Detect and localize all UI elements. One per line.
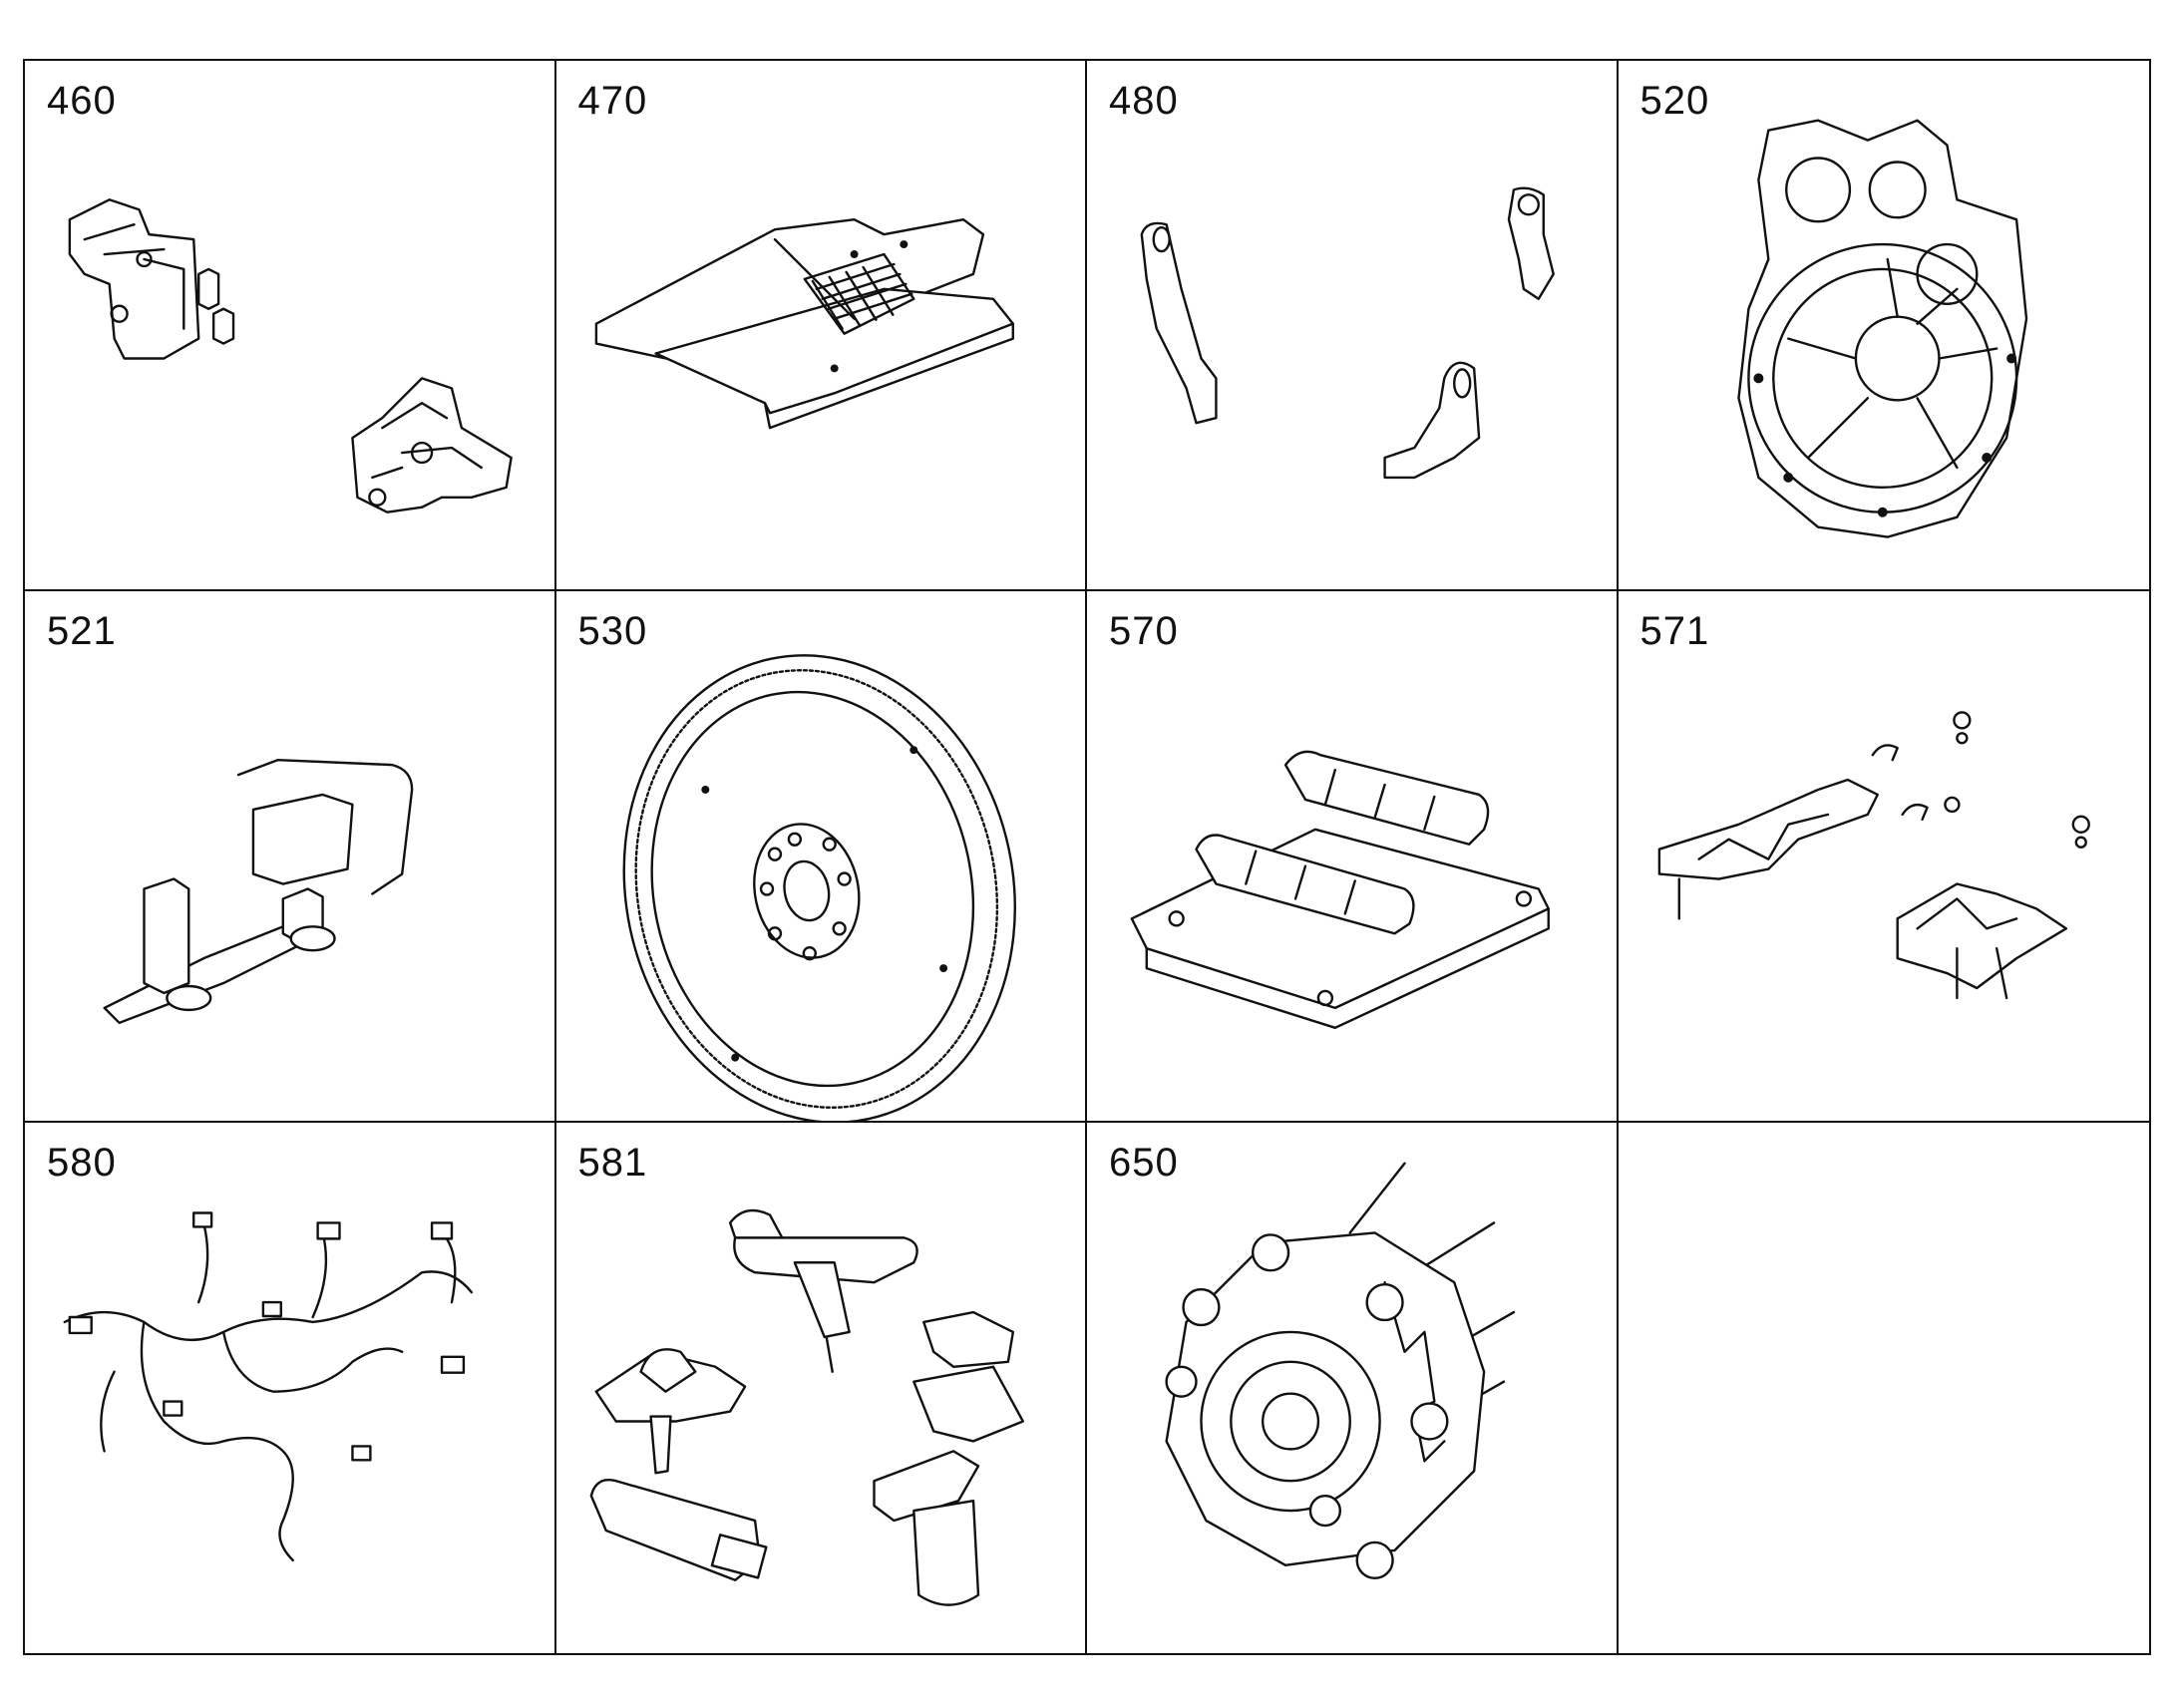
part-number: 570: [1109, 609, 1179, 654]
air-compressor-icon: [1087, 1123, 1617, 1653]
flywheel-housing-icon: [1619, 61, 2150, 589]
part-cell-521[interactable]: 521: [25, 591, 556, 1123]
part-cell-460[interactable]: 460: [25, 61, 556, 592]
sensors-icon: [556, 1123, 1086, 1653]
part-cell-530[interactable]: 530: [555, 591, 1087, 1123]
part-number: 460: [47, 79, 117, 123]
wiring-harness-icon: [25, 1123, 554, 1653]
part-number: 520: [1639, 79, 1710, 123]
parts-grid: 460 470 480: [23, 59, 2151, 1655]
lifting-eyes-icon: [1087, 61, 1617, 589]
part-cell-581[interactable]: 581: [556, 1122, 1087, 1653]
part-cell-580[interactable]: 580: [25, 1122, 556, 1653]
part-number: 571: [1639, 609, 1710, 654]
part-number: 480: [1109, 79, 1179, 123]
part-cell-480[interactable]: 480: [1087, 61, 1619, 592]
part-number: 581: [577, 1140, 648, 1185]
part-cell-570[interactable]: 570: [1087, 591, 1619, 1123]
part-number: 470: [577, 79, 648, 123]
engine-mount-brackets-icon: [25, 61, 554, 589]
part-cell-571[interactable]: 571: [1618, 591, 2150, 1123]
part-number: 530: [577, 609, 648, 654]
flywheel-icon: [556, 591, 1086, 1120]
part-cell-520[interactable]: 520: [1618, 61, 2150, 592]
part-cell-470[interactable]: 470: [555, 61, 1087, 592]
part-cell-650[interactable]: 650: [1087, 1122, 1619, 1653]
part-number: 650: [1109, 1140, 1179, 1185]
ecu-bracket-icon: [1619, 591, 2150, 1120]
part-number: 580: [47, 1140, 117, 1185]
engine-control-unit-icon: [1087, 591, 1617, 1120]
empty-cell: [1619, 1123, 2150, 1653]
mounting-plate-icon: [556, 61, 1086, 589]
part-number: 521: [47, 609, 117, 654]
bracket-tool-icon: [25, 591, 554, 1120]
